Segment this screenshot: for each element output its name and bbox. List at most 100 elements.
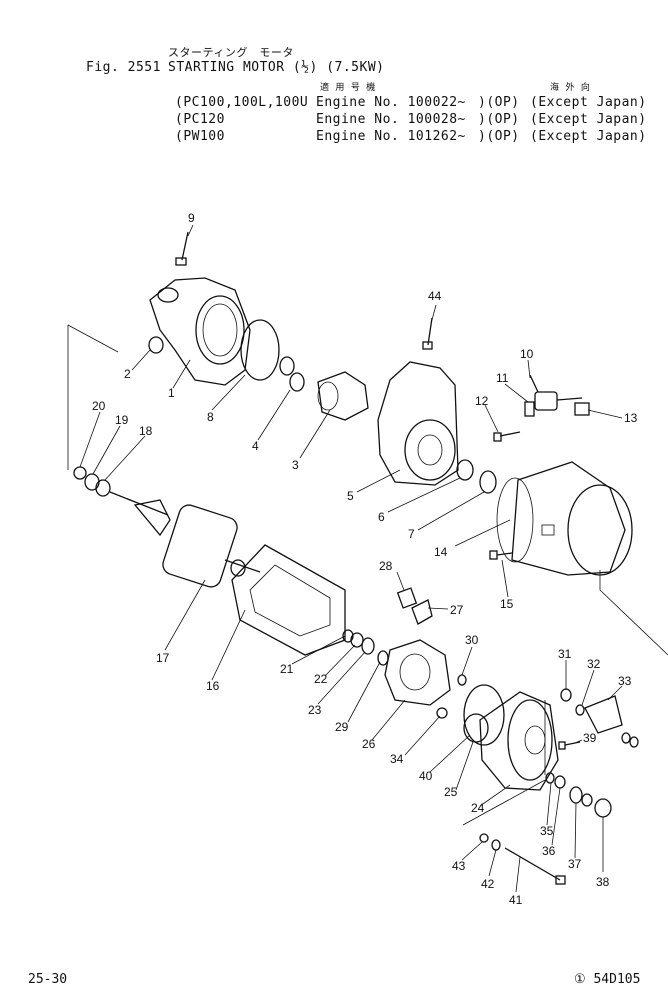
through-bolt-41-shape [504, 847, 566, 885]
callout-20: 20 [92, 399, 106, 413]
yoke-14-shape [496, 461, 633, 576]
callout-37: 37 [568, 857, 582, 871]
leader-lines [79, 224, 623, 893]
op-cell: )(OP) [478, 112, 520, 127]
callout-2: 2 [124, 367, 131, 381]
callout-30: 30 [465, 633, 479, 647]
model-cell: (PC120 [175, 112, 225, 127]
callout-14: 14 [434, 545, 448, 559]
magnetic-switch-10-shape [529, 374, 590, 416]
part-36-shape [554, 775, 566, 789]
lower-assembly-lines [462, 700, 546, 826]
brush-spring-27-shape [411, 599, 433, 625]
bushing-6-shape [456, 459, 474, 481]
callout-16: 16 [206, 679, 220, 693]
callout-5: 5 [347, 489, 354, 503]
engine-cell: Engine No. 100022~ [316, 95, 466, 110]
callout-7: 7 [408, 527, 415, 541]
callout-31: 31 [558, 647, 572, 661]
nut-20-shape [73, 466, 87, 480]
callout-44: 44 [428, 289, 442, 303]
callout-40: 40 [419, 769, 433, 783]
terminal-plate-33-shape [584, 695, 639, 748]
washer-19-shape [84, 473, 100, 491]
callout-21: 21 [280, 662, 294, 676]
callout-42: 42 [481, 877, 495, 891]
rear-bracket-24-shape [479, 691, 559, 791]
note-cell: (Except Japan) [530, 95, 647, 110]
callout-28: 28 [379, 559, 393, 573]
jp-overseas-label: 海 外 向 [550, 83, 591, 93]
page-number: 25-30 [28, 972, 68, 987]
ring-7-shape [479, 470, 497, 494]
bearing-25-shape [463, 713, 489, 743]
callout-43: 43 [452, 859, 466, 873]
front-bracket-1-shape [149, 277, 251, 386]
bushing-2-shape [148, 336, 164, 354]
washer-18-shape [95, 479, 111, 497]
callout-32: 32 [587, 657, 601, 671]
callout-11: 11 [496, 371, 509, 385]
callout-8: 8 [207, 410, 214, 424]
pinion-clutch-3-shape [317, 371, 369, 421]
callout-labels: 9 1 2 8 4 3 44 5 6 7 14 15 10 11 12 13 2… [92, 211, 638, 907]
nut-37-stack-shape [581, 793, 593, 807]
document-code: ① 54D105 [574, 972, 641, 987]
brush-28-shape [396, 587, 418, 609]
washer-43-shape [479, 833, 489, 843]
jp-applicable-label: 適 用 号 機 [320, 83, 376, 93]
callout-25: 25 [444, 785, 458, 799]
model-cell: (PW100 [175, 129, 225, 144]
bolt-12-shape [493, 431, 521, 442]
part-34-shape [436, 707, 448, 719]
part-32-shape [575, 704, 585, 716]
callout-23: 23 [308, 703, 322, 717]
callout-1: 1 [168, 386, 175, 400]
bolt-44-shape [422, 317, 433, 350]
part-29-shape [377, 650, 389, 666]
center-bracket-5-shape [377, 361, 459, 486]
brush-holder-26-shape [384, 639, 451, 706]
callout-4: 4 [252, 439, 259, 453]
o-ring-8-shape [240, 319, 280, 381]
engine-cell: Engine No. 101262~ [316, 129, 466, 144]
washer-42-shape [491, 839, 501, 851]
note-cell: (Except Japan) [530, 112, 647, 127]
washer-21-shape [342, 629, 354, 643]
op-cell: )(OP) [478, 95, 520, 110]
part-30-shape [457, 674, 467, 686]
callout-24: 24 [471, 801, 485, 815]
screw-39-shape [558, 741, 581, 750]
figure-title: STARTING MOTOR (½) (7.5KW) [168, 60, 385, 75]
callout-38: 38 [596, 875, 610, 889]
washer-22-shape [350, 632, 364, 648]
callout-15: 15 [500, 597, 514, 611]
part-37-shape [569, 786, 583, 804]
callout-18: 18 [139, 424, 153, 438]
note-cell: (Except Japan) [530, 129, 647, 144]
gasket-40-shape [463, 684, 505, 746]
bushings-4-shape [279, 356, 305, 392]
callout-33: 33 [618, 674, 632, 688]
callout-39: 39 [583, 731, 597, 745]
plate-11-shape [524, 401, 535, 417]
bolt-15-shape [489, 550, 513, 560]
callout-17: 17 [156, 651, 170, 665]
callout-13: 13 [624, 411, 638, 425]
washer-23-shape [361, 637, 375, 655]
callout-3: 3 [292, 458, 299, 472]
engine-cell: Engine No. 100028~ [316, 112, 466, 127]
callout-29: 29 [335, 720, 349, 734]
callout-6: 6 [378, 510, 385, 524]
armature-17-shape [109, 491, 261, 588]
cap-38-shape [594, 798, 612, 818]
callout-41: 41 [509, 893, 523, 907]
callout-26: 26 [362, 737, 376, 751]
callout-22: 22 [314, 672, 328, 686]
callout-9: 9 [188, 211, 195, 225]
callout-34: 34 [390, 752, 404, 766]
op-cell: )(OP) [478, 129, 520, 144]
callout-12: 12 [475, 394, 489, 408]
callout-35: 35 [540, 824, 554, 838]
